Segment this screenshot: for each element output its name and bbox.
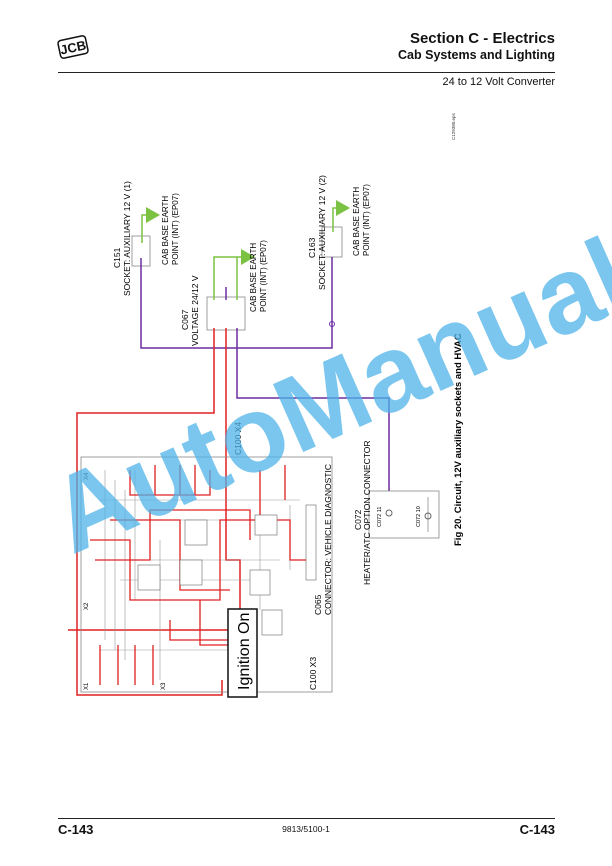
c067-name: VOLTAGE 24/12 V <box>190 275 200 346</box>
section-title: Section C - Electrics <box>409 30 555 47</box>
earth-label: POINT (INT) (EP07) <box>171 193 180 265</box>
c072-connector <box>368 490 440 539</box>
c100-x3-label: C100 X3 <box>308 657 318 690</box>
page-number-left: C-143 <box>58 822 94 837</box>
c100-unit <box>80 456 333 693</box>
c163-name: SOCKET: AUXILIARY 12 V (2) <box>317 175 327 290</box>
topic-title: 24 to 12 Volt Converter <box>442 76 555 88</box>
svg-text:JCB: JCB <box>59 37 88 57</box>
earth-label: POINT (INT) (EP07) <box>362 184 371 256</box>
c072-pin10: C072 10 <box>416 506 422 527</box>
x2-label: X2 <box>84 602 90 610</box>
page-number-right: C-143 <box>519 822 555 837</box>
c100-x4-label: C100 X4 <box>233 422 243 455</box>
c067-label: C067 <box>180 309 190 330</box>
c067-converter <box>206 296 246 331</box>
x1-label: X1 <box>84 682 90 690</box>
ignition-on-box <box>227 608 258 698</box>
earth-label: POINT (INT) (EP07) <box>259 240 268 312</box>
c072-pin11: C072 11 <box>377 507 383 527</box>
header-rule <box>58 72 555 73</box>
ignition-on-label: Ignition On <box>236 613 253 690</box>
jcb-logo: JCB <box>57 35 89 59</box>
earth-icon <box>146 207 160 223</box>
c065-label: C065 <box>313 594 323 615</box>
doc-number: 9813/5100-1 <box>282 824 330 834</box>
c072-name: HEATER/ATC OPTION CONNECTOR <box>362 440 372 585</box>
earth-icon <box>241 249 255 265</box>
footer-rule <box>58 818 555 819</box>
file-ref: C129380.eps <box>451 112 456 140</box>
earth-icon <box>336 200 350 216</box>
x3-label: X3 <box>161 682 167 690</box>
figure-caption: Fig 20. Circuit, 12V auxiliary sockets a… <box>453 333 464 546</box>
c163-label: C163 <box>307 237 317 258</box>
c151-name: SOCKET: AUXILIARY 12 V (1) <box>122 181 132 296</box>
c065-name: CONNECTOR: VEHICLE DIAGNOSTIC <box>323 464 333 615</box>
earth-label: CAB BASE EARTH <box>249 243 258 312</box>
chapter-title: Cab Systems and Lighting <box>398 48 555 62</box>
c072-label: C072 <box>353 509 363 530</box>
c151-label: C151 <box>112 247 122 268</box>
x4-label: X4 <box>84 472 90 480</box>
earth-label: CAB BASE EARTH <box>161 196 170 265</box>
earth-label: CAB BASE EARTH <box>352 187 361 256</box>
